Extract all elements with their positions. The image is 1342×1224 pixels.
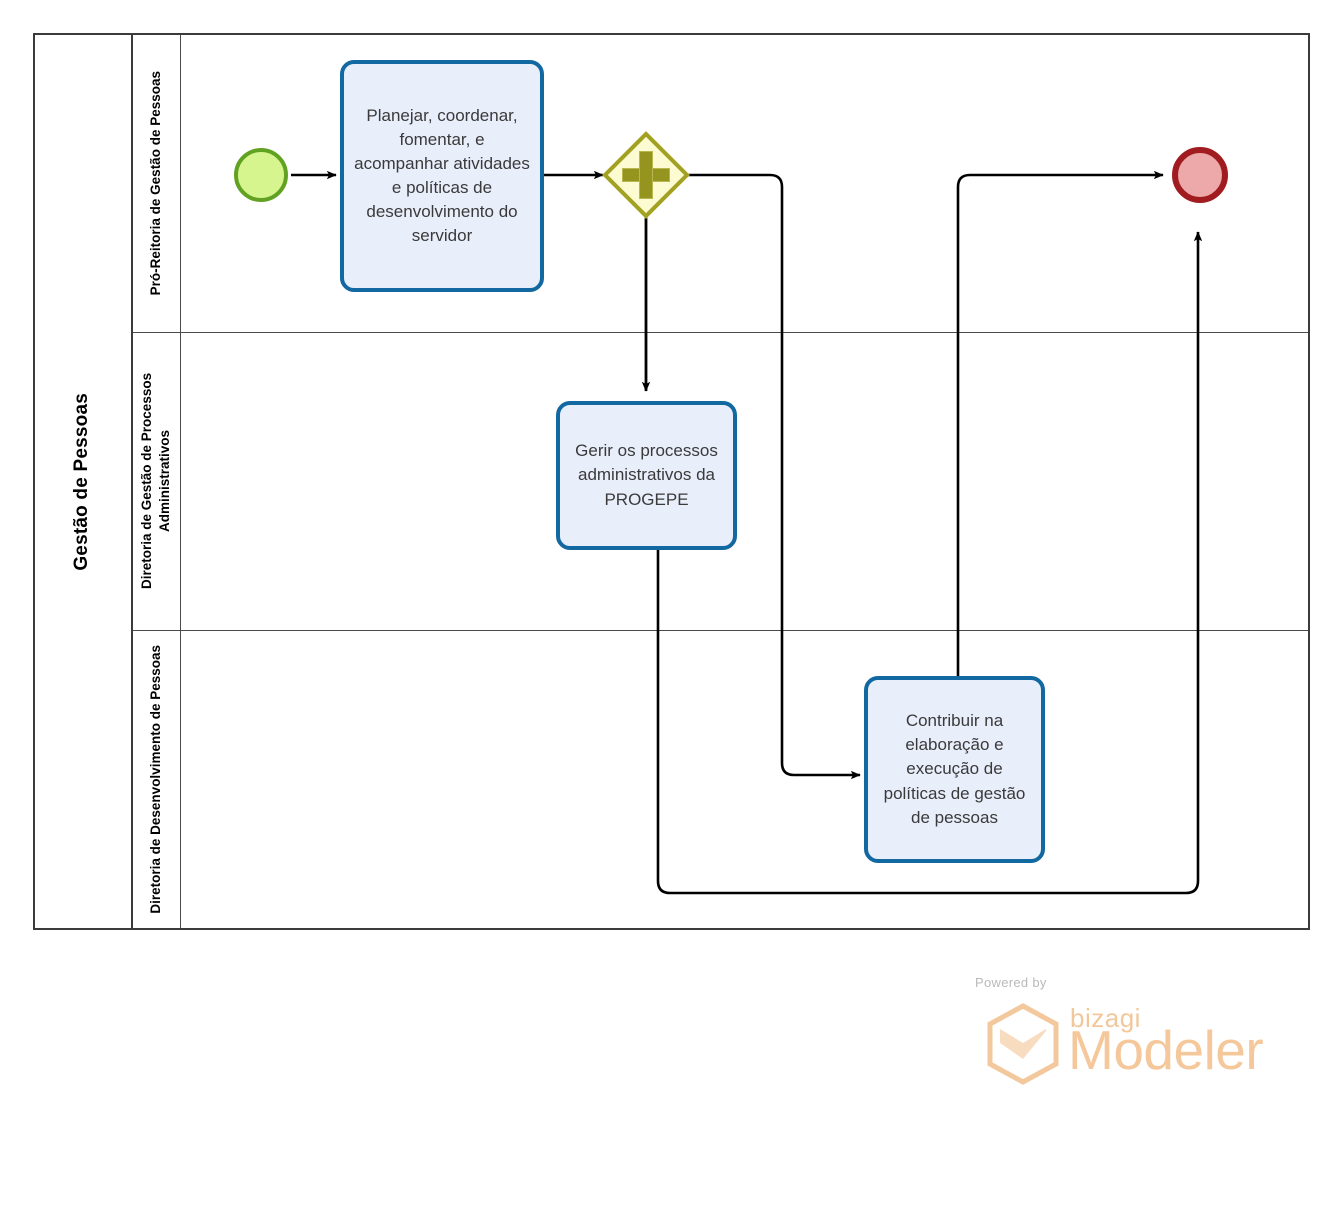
lane-label-pro-reitoria: Pró-Reitoria de Gestão de Pessoas (148, 71, 164, 296)
parallel-gateway[interactable] (602, 131, 690, 219)
lane-label-desenvolvimento-pessoas: Diretoria de Desenvolvimento de Pessoas (148, 644, 164, 914)
end-event[interactable] (1172, 147, 1228, 203)
modeler-product-text: Modeler (1068, 1019, 1264, 1081)
bizagi-brand-text: bizagi (1070, 1003, 1141, 1033)
pool-title-label: Gestão de Pessoas (71, 392, 92, 571)
lane-header-desenvolvimento-pessoas: Diretoria de Desenvolvimento de Pessoas (133, 630, 181, 928)
powered-by-label: Powered by (975, 975, 1047, 990)
task-contribuir-elaboracao-execucao[interactable]: Contribuir na elaboração e execução de p… (864, 676, 1045, 863)
task-gerir-processos-administrativos[interactable]: Gerir os processos administrativos da PR… (556, 401, 737, 550)
pool-gestao-de-pessoas (33, 33, 1310, 930)
start-event[interactable] (234, 148, 288, 202)
lane-divider-2 (133, 630, 1308, 631)
gateway-diamond (602, 131, 690, 219)
lane-divider-1 (133, 332, 1308, 333)
task-planejar-coordenar-fomentar[interactable]: Planejar, coordenar, fomentar, e acompan… (340, 60, 544, 292)
lane-processos-administrativos: Diretoria de Gestão de Processos Adminis… (133, 332, 1308, 630)
bizagi-hexagon-logo (987, 1003, 1059, 1085)
lane-desenvolvimento-pessoas: Diretoria de Desenvolvimento de Pessoas (133, 630, 1308, 928)
lane-pro-reitoria: Pró-Reitoria de Gestão de Pessoas (133, 35, 1308, 332)
bizagi-watermark: Powered by bizagi Modeler (970, 975, 1264, 1085)
lane-header-processos-administrativos: Diretoria de Gestão de Processos Adminis… (133, 332, 181, 630)
pool-title: Gestão de Pessoas (33, 33, 133, 930)
lane-header-pro-reitoria: Pró-Reitoria de Gestão de Pessoas (133, 35, 181, 332)
lane-label-processos-administrativos: Diretoria de Gestão de Processos Adminis… (139, 372, 173, 590)
